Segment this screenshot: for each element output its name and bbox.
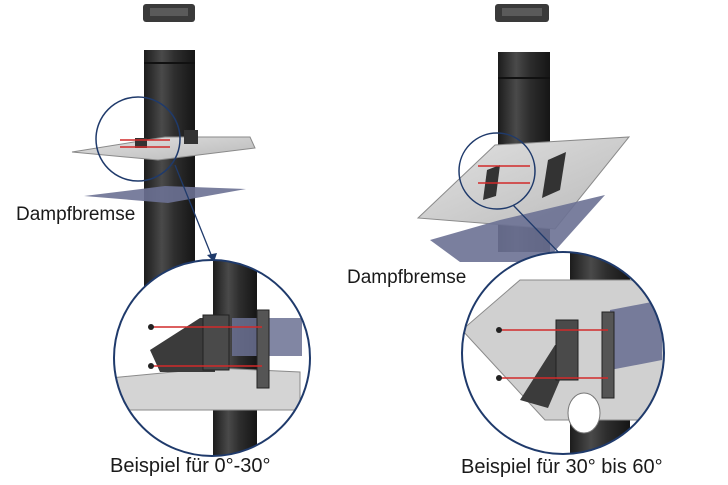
right-zoom-detail — [461, 251, 665, 455]
right-zoom-border — [461, 251, 665, 455]
left-assembly — [71, 4, 256, 300]
right-vapor-barrier — [430, 195, 605, 262]
caption-example-0-30: Beispiel für 0°-30° — [110, 455, 271, 477]
right-callout-ring — [458, 132, 536, 210]
left-zoom-detail — [113, 259, 311, 457]
vapor-barrier-label-right: Dampfbremse — [347, 267, 467, 288]
vapor-barrier-label-left: Dampfbremse — [16, 204, 136, 225]
left-callout-ring — [95, 96, 181, 182]
right-assembly — [416, 4, 631, 262]
left-pipe — [144, 50, 195, 300]
left-vapor-barrier — [84, 186, 246, 203]
caption-example-30-60: Beispiel für 30° bis 60° — [461, 456, 663, 478]
left-zoom-border — [113, 259, 311, 457]
